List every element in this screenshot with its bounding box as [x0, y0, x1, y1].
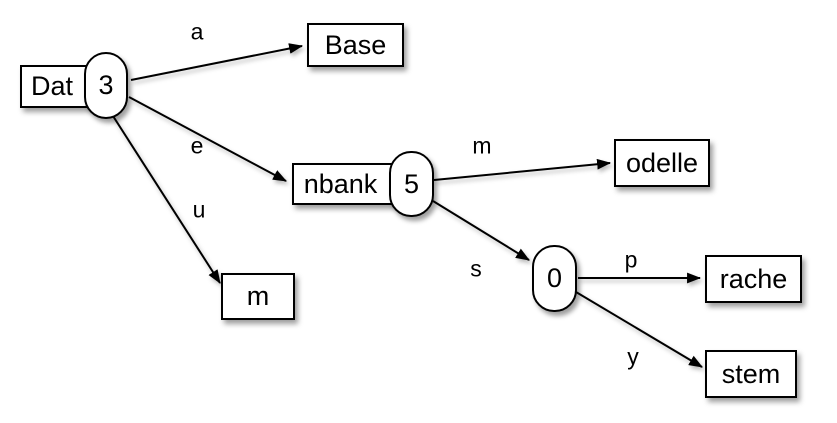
node-base-label: Base — [324, 29, 387, 60]
node-nbank-count-oval: 5 — [389, 151, 434, 217]
node-nbank-label: nbank — [303, 168, 378, 199]
edge-label-s: s — [470, 255, 482, 282]
node-m: m — [221, 273, 295, 320]
node-nbank-count: 5 — [403, 168, 420, 199]
edge-label-a: a — [190, 18, 204, 45]
node-odelle: odelle — [614, 139, 710, 187]
node-rache-label: rache — [719, 263, 788, 294]
node-stem: stem — [705, 350, 797, 398]
edge-a-arrow — [130, 43, 304, 81]
node-base: Base — [307, 23, 404, 67]
node-dat: Dat — [20, 65, 94, 108]
edge-m-arrow — [433, 158, 612, 181]
node-odelle-label: odelle — [625, 147, 699, 178]
edge-label-e: e — [190, 132, 204, 159]
edge-e-arrow — [128, 96, 287, 182]
edge-s-arrow — [432, 200, 530, 261]
edge-label-y: y — [627, 343, 639, 370]
node-dat-count-oval: 3 — [84, 52, 128, 119]
node-zero-count: 0 — [546, 263, 563, 293]
node-rache: rache — [705, 255, 802, 303]
edge-label-u: u — [192, 196, 206, 223]
node-zero-count-oval: 0 — [532, 245, 577, 312]
edge-y-arrow — [575, 291, 703, 368]
node-nbank: nbank — [292, 163, 408, 205]
node-stem-label: stem — [721, 358, 781, 389]
edge-label-p: p — [624, 246, 638, 273]
node-dat-label: Dat — [30, 71, 74, 101]
node-m-label: m — [246, 281, 270, 311]
node-dat-count: 3 — [98, 70, 114, 100]
edge-label-m: m — [472, 132, 492, 159]
edge-u-arrow — [112, 115, 221, 284]
